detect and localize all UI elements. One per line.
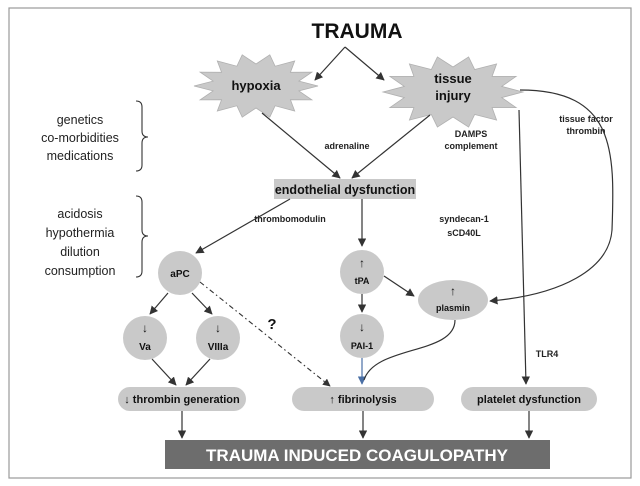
arrow-trauma-hypoxia bbox=[314, 46, 346, 81]
viiia-label: VIIIa bbox=[208, 342, 229, 353]
question-mark: ? bbox=[267, 316, 276, 333]
fibrinolysis-label: ↑ fibrinolysis bbox=[329, 394, 396, 406]
tissue-label-line2: injury bbox=[435, 88, 471, 103]
arrow-tissue-platelet bbox=[518, 109, 531, 385]
thrombin-generation-node bbox=[118, 387, 246, 411]
factor-consumption: consumption bbox=[45, 264, 116, 278]
arrow-apc-va bbox=[149, 292, 169, 315]
arrow-trauma-tissue bbox=[344, 46, 385, 81]
arrow-endothelial-apc bbox=[195, 198, 291, 254]
factor-acidosis: acidosis bbox=[57, 207, 102, 221]
label-tissue-factor: tissue factor bbox=[559, 114, 613, 124]
hypoxia-label: hypoxia bbox=[231, 78, 281, 93]
bracket-lower bbox=[135, 195, 149, 278]
thrombin-generation-label: ↓ thrombin generation bbox=[124, 394, 240, 406]
arrow-viiia-thrombin bbox=[185, 358, 211, 386]
plasmin-label: plasmin bbox=[436, 303, 470, 313]
tpa-arrow: ↑ bbox=[359, 256, 365, 270]
platelet-dysfunction-label: platelet dysfunction bbox=[477, 394, 581, 406]
label-syndecan: syndecan-1 bbox=[439, 214, 489, 224]
bracket-upper bbox=[135, 100, 149, 172]
factor-medications: medications bbox=[47, 149, 114, 163]
label-adrenaline: adrenaline bbox=[324, 141, 369, 151]
endothelial-dysfunction-box bbox=[274, 179, 416, 199]
label-thrombin: thrombin bbox=[567, 126, 606, 136]
arrow-hypoxia-endothelial bbox=[261, 112, 341, 179]
plasmin-arrow: ↑ bbox=[450, 284, 456, 298]
fibrinolysis-node bbox=[292, 387, 434, 411]
va-label: Va bbox=[139, 342, 151, 353]
label-tlr4: TLR4 bbox=[536, 349, 559, 359]
plasmin-node bbox=[418, 280, 488, 320]
va-arrow: ↓ bbox=[142, 321, 148, 335]
endothelial-dysfunction-label: endothelial dysfunction bbox=[275, 183, 415, 197]
viiia-arrow: ↓ bbox=[215, 321, 221, 335]
platelet-dysfunction-node bbox=[461, 387, 597, 411]
curve-plasmin-fibrinolysis bbox=[363, 319, 456, 381]
arrow-va-thrombin bbox=[151, 358, 177, 386]
label-damps: DAMPS bbox=[455, 129, 488, 139]
arrow-tpa-plasmin bbox=[383, 275, 415, 297]
hypoxia-burst bbox=[193, 54, 319, 118]
factor-hypothermia: hypothermia bbox=[46, 226, 115, 240]
pai1-arrow: ↓ bbox=[359, 320, 365, 334]
tissue-injury-burst bbox=[381, 56, 525, 128]
curve-tissue-plasmin bbox=[489, 89, 614, 305]
arrow-tissue-endothelial bbox=[351, 114, 431, 179]
apc-label: aPC bbox=[170, 269, 189, 280]
label-thrombomodulin: thrombomodulin bbox=[254, 214, 326, 224]
coagulopathy-banner-label: TRAUMA INDUCED COAGULOPATHY bbox=[206, 446, 509, 465]
label-scd40l: sCD40L bbox=[447, 228, 481, 238]
va-node bbox=[123, 316, 167, 360]
dashed-arrow-apc-fibrinolysis bbox=[199, 281, 331, 387]
factor-comorbidities: co-morbidities bbox=[41, 131, 119, 145]
apc-node bbox=[158, 251, 202, 295]
factor-dilution: dilution bbox=[60, 245, 100, 259]
factor-genetics: genetics bbox=[57, 113, 104, 127]
title-trauma: TRAUMA bbox=[312, 20, 403, 43]
pai1-node bbox=[340, 314, 384, 358]
tissue-label-line1: tissue bbox=[434, 71, 472, 86]
label-complement: complement bbox=[444, 141, 497, 151]
pai1-label: PAI-1 bbox=[351, 341, 373, 351]
coagulopathy-banner bbox=[165, 440, 550, 469]
viiia-node bbox=[196, 316, 240, 360]
tpa-label: tPA bbox=[355, 276, 370, 286]
arrow-apc-viiia bbox=[191, 292, 213, 315]
tpa-node bbox=[340, 250, 384, 294]
